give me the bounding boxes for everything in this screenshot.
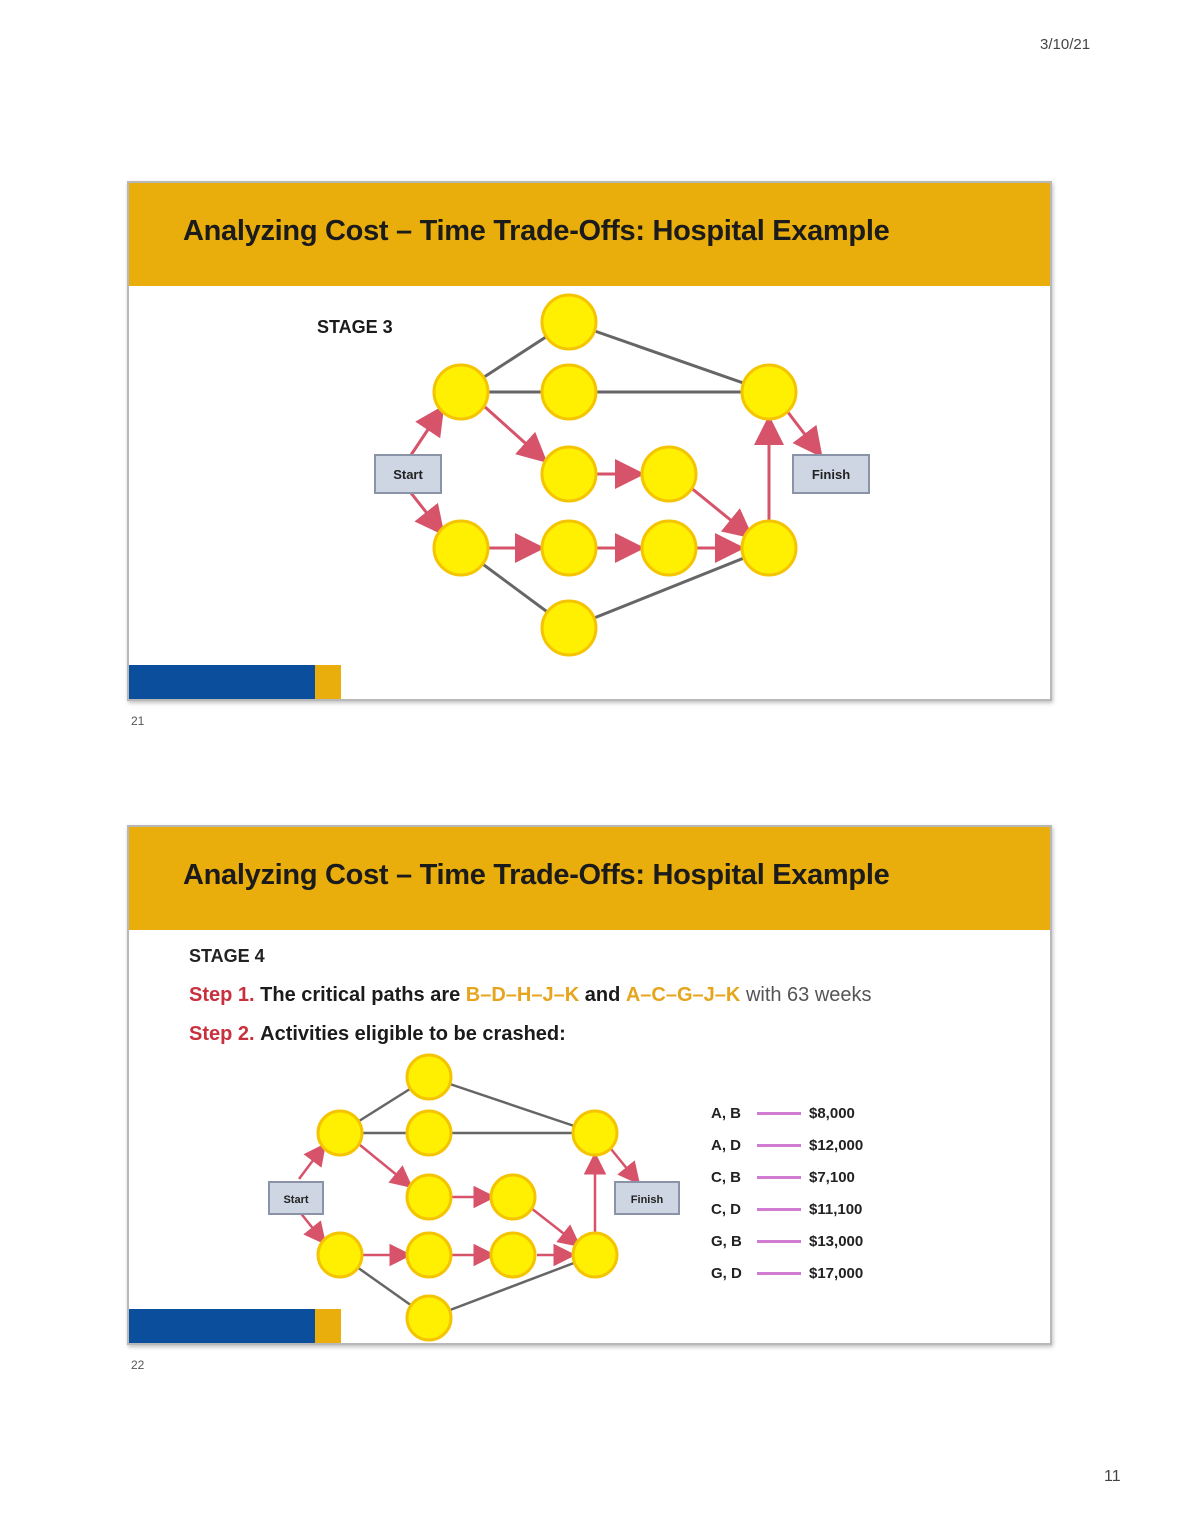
crash-option: G, B $13,000 bbox=[711, 1225, 863, 1257]
step-tag: Step 1. bbox=[189, 984, 255, 1006]
critical-edge bbox=[298, 1143, 326, 1180]
step-tag: Step 2. bbox=[189, 1023, 255, 1045]
stage-label: STAGE 3 bbox=[317, 317, 393, 337]
svg-text:Finish: Finish bbox=[812, 467, 850, 482]
svg-text:Finish: Finish bbox=[631, 1194, 664, 1206]
network-diagram: Start Finish bbox=[374, 293, 870, 657]
activity-node bbox=[540, 445, 598, 503]
slide-stage-4: Analyzing Cost – Time Trade-Offs: Hospit… bbox=[127, 825, 1052, 1345]
critical-edge bbox=[689, 485, 754, 539]
activity-node bbox=[316, 1231, 364, 1279]
svg-text:Start: Start bbox=[393, 467, 423, 482]
activity-node bbox=[540, 599, 598, 657]
activity-node bbox=[405, 1294, 453, 1342]
crash-pair: G, B bbox=[711, 1232, 742, 1250]
crash-cost: $17,000 bbox=[809, 1264, 864, 1282]
university-logo bbox=[129, 1309, 341, 1343]
critical-edge bbox=[359, 1144, 413, 1189]
activity-node bbox=[540, 293, 598, 351]
slide-header: Analyzing Cost – Time Trade-Offs: Hospit… bbox=[129, 183, 1050, 286]
crash-option: A, D $12,000 bbox=[711, 1129, 863, 1161]
edge bbox=[428, 1075, 596, 1135]
step-and: and bbox=[584, 984, 621, 1006]
connector-line bbox=[757, 1239, 801, 1243]
connector-line bbox=[757, 1207, 801, 1211]
step-1: Step 1. The critical paths are B–D–H–J–K… bbox=[189, 976, 872, 1015]
stage-label: STAGE 4 bbox=[189, 946, 265, 966]
step-duration: with 63 weeks bbox=[745, 984, 872, 1006]
step-2: Step 2. Activities eligible to be crashe… bbox=[189, 1015, 872, 1054]
crash-pair: C, D bbox=[711, 1200, 741, 1218]
crash-option: A, B $8,000 bbox=[711, 1097, 863, 1129]
crash-cost: $8,000 bbox=[809, 1104, 855, 1122]
crash-pair: C, B bbox=[711, 1168, 741, 1186]
connector-line bbox=[757, 1111, 801, 1115]
crash-options-list: A, B $8,000 A, D $12,000 C, B $7,100 C, … bbox=[711, 1097, 863, 1289]
finish-node: Finish bbox=[614, 1181, 680, 1215]
step-text: The critical paths are bbox=[260, 984, 461, 1006]
activity-node bbox=[405, 1231, 453, 1279]
crash-cost: $12,000 bbox=[809, 1136, 864, 1154]
network-diagram: Start Finish bbox=[268, 1053, 680, 1342]
critical-edge bbox=[409, 405, 445, 456]
critical-edge bbox=[785, 410, 823, 458]
activity-node bbox=[489, 1173, 537, 1221]
crash-pair: G, D bbox=[711, 1264, 742, 1282]
activity-node bbox=[540, 519, 598, 577]
connector-line bbox=[757, 1271, 801, 1275]
connector-line bbox=[757, 1175, 801, 1179]
start-node: Start bbox=[374, 454, 442, 494]
finish-node: Finish bbox=[792, 454, 870, 494]
critical-path-2: A–C–G–J–K bbox=[625, 984, 741, 1006]
crash-cost: $11,100 bbox=[809, 1200, 863, 1218]
slide-title: Analyzing Cost – Time Trade-Offs: Hospit… bbox=[183, 859, 890, 891]
activity-node bbox=[640, 445, 698, 503]
critical-edge bbox=[409, 492, 445, 536]
start-node: Start bbox=[268, 1181, 324, 1215]
crash-pair: A, B bbox=[711, 1104, 741, 1122]
activity-node bbox=[540, 363, 598, 421]
activity-node bbox=[640, 519, 698, 577]
page-number: 11 bbox=[1104, 1468, 1121, 1485]
crash-pair: A, D bbox=[711, 1136, 741, 1154]
edge bbox=[568, 320, 770, 394]
crash-cost: $7,100 bbox=[809, 1168, 855, 1186]
critical-edge bbox=[530, 1207, 581, 1248]
connector-line bbox=[757, 1143, 801, 1147]
slide-stage-3: Analyzing Cost – Time Trade-Offs: Hospit… bbox=[127, 181, 1052, 701]
activity-node bbox=[405, 1109, 453, 1157]
activity-node bbox=[571, 1109, 619, 1157]
slide-title: Analyzing Cost – Time Trade-Offs: Hospit… bbox=[183, 215, 890, 247]
crash-option: C, B $7,100 bbox=[711, 1161, 863, 1193]
critical-edge bbox=[298, 1210, 327, 1245]
activity-node bbox=[432, 519, 490, 577]
activity-node bbox=[571, 1231, 619, 1279]
activity-node bbox=[489, 1231, 537, 1279]
critical-edge bbox=[483, 405, 548, 464]
svg-text:Start: Start bbox=[283, 1194, 308, 1206]
page-date: 3/10/21 bbox=[1040, 36, 1091, 53]
activity-node bbox=[316, 1109, 364, 1157]
crash-option: G, D $17,000 bbox=[711, 1257, 863, 1289]
slide-number: 22 bbox=[131, 1358, 145, 1372]
activity-node bbox=[740, 519, 798, 577]
critical-edge bbox=[610, 1148, 641, 1185]
crash-option: C, D $11,100 bbox=[711, 1193, 863, 1225]
steps-block: STAGE 4 Step 1. The critical paths are B… bbox=[189, 937, 872, 1054]
critical-path-1: B–D–H–J–K bbox=[465, 984, 580, 1006]
activity-node bbox=[405, 1173, 453, 1221]
university-logo bbox=[129, 665, 341, 699]
activity-node bbox=[405, 1053, 453, 1101]
activity-node bbox=[740, 363, 798, 421]
slide-number: 21 bbox=[131, 714, 145, 728]
activity-node bbox=[432, 363, 490, 421]
slide-header: Analyzing Cost – Time Trade-Offs: Hospit… bbox=[129, 827, 1050, 930]
step-text: Activities eligible to be crashed: bbox=[260, 1023, 566, 1045]
crash-cost: $13,000 bbox=[809, 1232, 864, 1250]
